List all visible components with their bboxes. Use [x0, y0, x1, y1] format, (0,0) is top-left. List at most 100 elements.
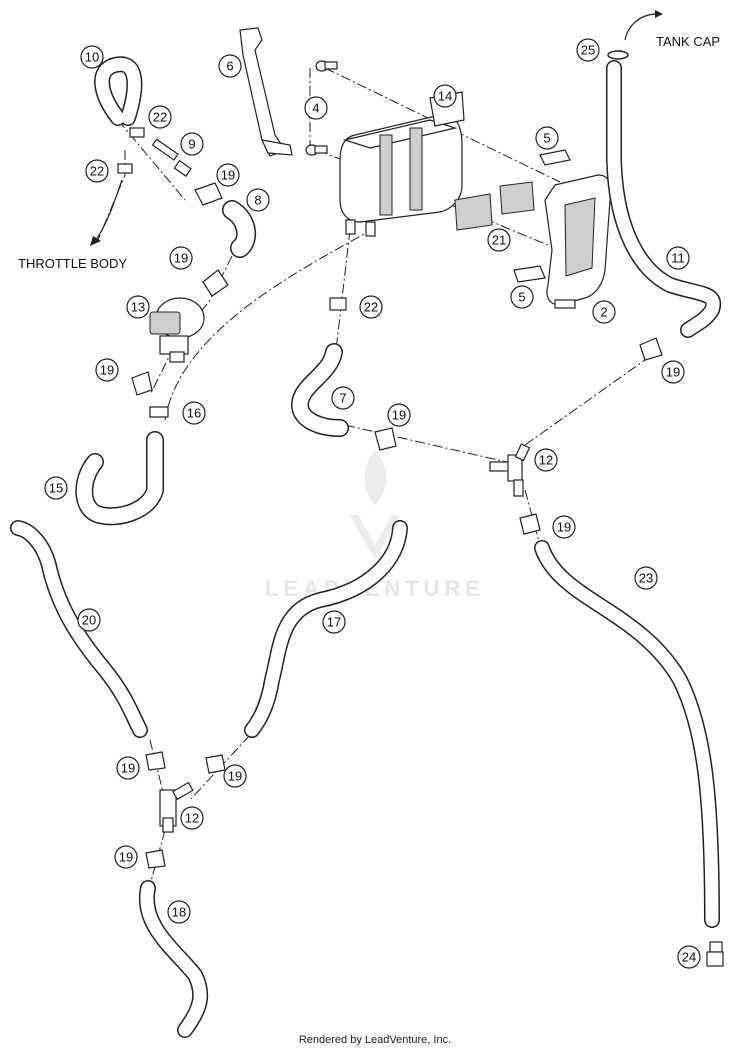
svg-text:8: 8	[254, 193, 261, 208]
callout-8: 8	[246, 188, 270, 212]
svg-text:10: 10	[85, 50, 99, 65]
callout-21: 21	[487, 228, 511, 252]
svg-text:12: 12	[539, 453, 553, 468]
svg-text:19: 19	[392, 408, 406, 423]
callout-13: 13	[126, 295, 150, 319]
hose-11	[606, 60, 722, 338]
svg-text:2: 2	[600, 305, 607, 320]
fitting-24	[706, 941, 724, 967]
svg-text:12: 12	[185, 811, 199, 826]
clamp-22-lower	[117, 163, 133, 174]
svg-text:13: 13	[131, 300, 145, 315]
svg-text:18: 18	[172, 905, 186, 920]
tank-cap-label: TANK CAP	[656, 34, 720, 49]
svg-text:6: 6	[226, 59, 233, 74]
callout-5b: 5	[510, 285, 534, 309]
svg-text:4: 4	[312, 101, 319, 116]
solenoid-valve-13	[149, 297, 205, 363]
svg-text:22: 22	[153, 110, 167, 125]
callout-23: 23	[634, 566, 658, 590]
callout-19h: 19	[223, 764, 247, 788]
callout-9: 9	[180, 132, 204, 156]
svg-text:22: 22	[364, 300, 378, 315]
svg-text:23: 23	[639, 571, 653, 586]
callout-22c: 22	[359, 295, 383, 319]
callout-19d: 19	[387, 403, 411, 427]
callout-22a: 22	[148, 105, 172, 129]
callout-12a: 12	[534, 448, 558, 472]
svg-text:20: 20	[82, 613, 96, 628]
hose-15	[75, 431, 164, 526]
callout-22b: 22	[85, 159, 109, 183]
svg-text:19: 19	[228, 769, 242, 784]
clamp-19-a	[194, 182, 223, 206]
throttle-body-arrow-icon	[95, 179, 123, 241]
clamp-25	[607, 50, 629, 60]
footer-credit: Rendered by LeadVenture, Inc.	[298, 1034, 452, 1046]
svg-text:7: 7	[339, 391, 346, 406]
clamp-19-i	[145, 849, 166, 869]
clamp-19-e	[374, 427, 397, 451]
svg-text:19: 19	[557, 520, 571, 535]
callout-6: 6	[218, 54, 242, 78]
svg-text:5: 5	[518, 290, 525, 305]
callout-12b: 12	[180, 806, 204, 830]
bolts-4	[305, 60, 338, 156]
svg-text:19: 19	[121, 761, 135, 776]
callouts: 10 22 9 22 19 8 6 4 14 5 25 11 21 5 2 19…	[44, 38, 701, 969]
clamp-19-g	[145, 751, 166, 771]
callout-14: 14	[433, 84, 457, 108]
callout-16: 16	[182, 401, 206, 425]
svg-text:19: 19	[666, 365, 680, 380]
clamp-19-f	[519, 513, 541, 535]
callout-19g: 19	[116, 756, 140, 780]
svg-text:5: 5	[543, 131, 550, 146]
callout-19e: 19	[661, 360, 685, 384]
clamp-19-d	[639, 337, 663, 361]
clamp-22-center	[329, 297, 347, 311]
hose-10	[94, 56, 143, 126]
callout-5a: 5	[535, 126, 559, 150]
clip-5-lower	[513, 265, 546, 283]
tee-12-upper	[489, 443, 531, 497]
hose-17	[244, 520, 408, 738]
clamp-22-top	[129, 127, 145, 138]
callout-19b: 19	[169, 246, 193, 270]
watermark-v-icon	[350, 515, 400, 560]
tee-12-lower	[159, 781, 194, 833]
clip-5-top	[539, 149, 571, 166]
canister-14	[339, 91, 465, 237]
svg-text:19: 19	[100, 363, 114, 378]
hose-7	[291, 343, 349, 437]
clamp-19-b	[202, 269, 229, 297]
watermark-flame-icon	[364, 450, 387, 505]
tank-cap-arrow-icon	[624, 13, 656, 41]
clamp-19-h	[205, 754, 226, 774]
fitting-9	[151, 138, 192, 177]
svg-text:14: 14	[438, 89, 452, 104]
callout-20: 20	[77, 608, 101, 632]
callout-11: 11	[666, 246, 690, 270]
svg-text:15: 15	[49, 481, 63, 496]
hose-8	[222, 200, 257, 258]
callout-19f: 19	[552, 515, 576, 539]
svg-text:19: 19	[221, 168, 235, 183]
callout-18: 18	[167, 900, 191, 924]
svg-text:19: 19	[174, 251, 188, 266]
callout-19c: 19	[95, 358, 119, 382]
svg-text:16: 16	[187, 406, 201, 421]
clamp-19-c	[131, 371, 153, 396]
callout-24: 24	[677, 945, 701, 969]
callout-19a: 19	[216, 163, 240, 187]
callout-2: 2	[592, 300, 616, 324]
svg-text:24: 24	[682, 950, 696, 965]
clamp-16	[149, 406, 169, 418]
svg-text:22: 22	[90, 164, 104, 179]
throttle-body-label: THROTTLE BODY	[18, 256, 127, 271]
callout-7: 7	[331, 386, 355, 410]
callout-19i: 19	[114, 845, 138, 869]
hose-18	[138, 880, 209, 1038]
hose-20	[10, 520, 148, 738]
callout-15: 15	[44, 476, 68, 500]
